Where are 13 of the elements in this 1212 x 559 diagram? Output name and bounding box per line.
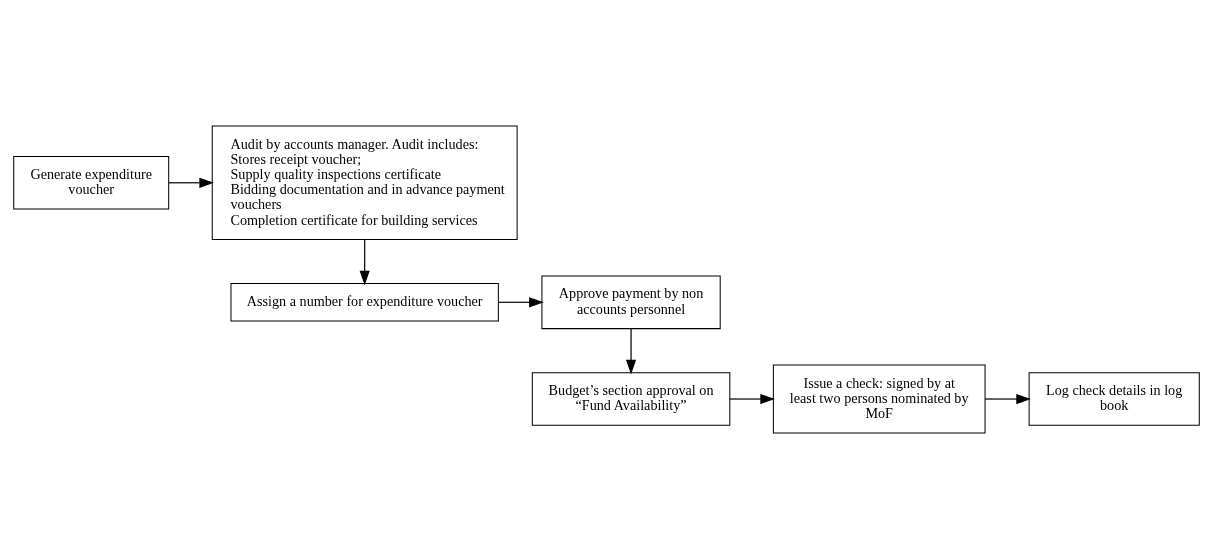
arrow: [625, 328, 636, 375]
node-box: Log check details in log book: [1028, 372, 1200, 426]
node-box: Approve payment by non accounts personnel: [540, 275, 721, 330]
node-box: Issue a check: signed by at least two persons nominated by MoF: [772, 364, 986, 434]
node-box: Assign a number for expenditure voucher: [229, 283, 499, 322]
arrow: [728, 393, 775, 405]
arrow: [167, 177, 214, 188]
node-box: Audit by accounts manager. Audit includes: Stores receipt voucher; Supply quality inspections certificate Bidding documentation and in advance payment vouchers Completion certificate for building services: [211, 125, 518, 240]
arrow: [497, 297, 544, 308]
arrow: [359, 239, 370, 286]
node-box: Budget’s section approval on “Fund Availability”: [531, 372, 730, 426]
arrow: [984, 393, 1031, 405]
node-box: Generate expenditure voucher: [12, 155, 169, 210]
